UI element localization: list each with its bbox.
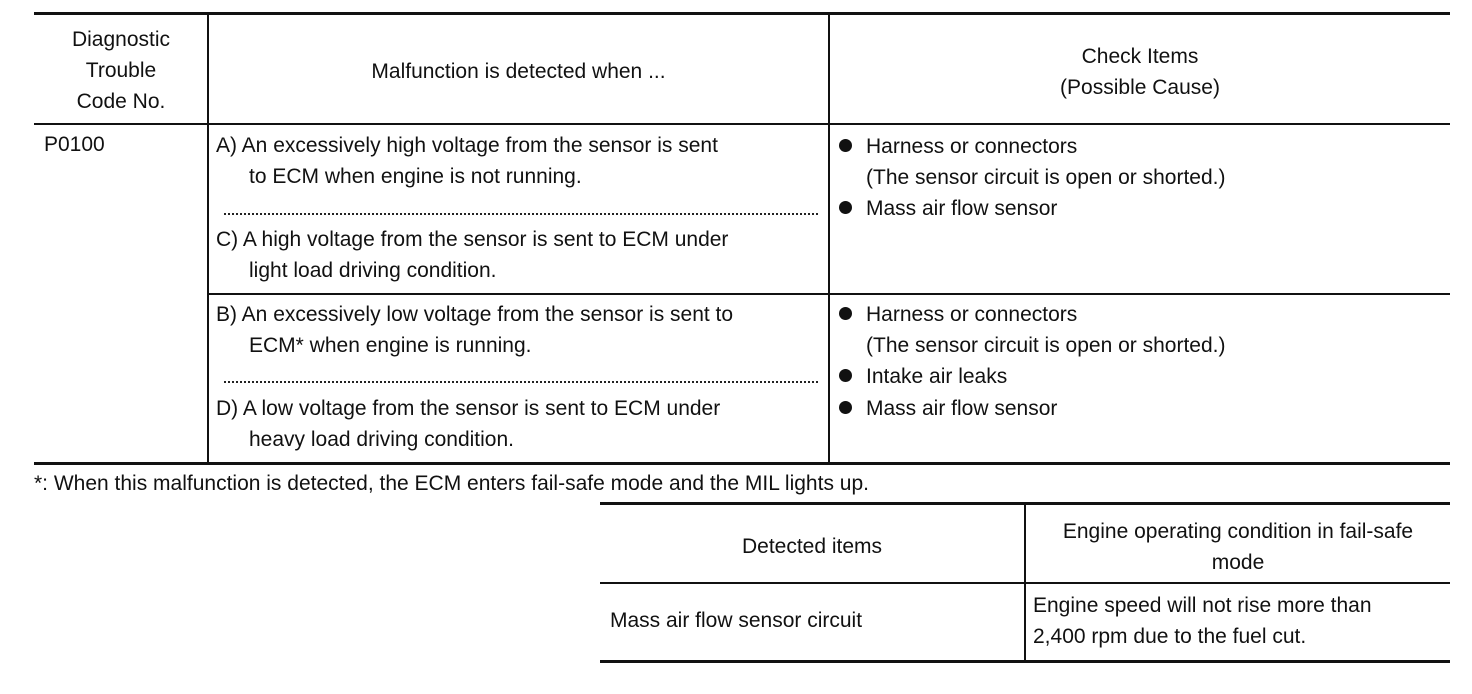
header-malfunction: Malfunction is detected when ... <box>371 60 666 83</box>
footnote: *: When this malfunction is detected, th… <box>34 472 869 495</box>
header-code-line2: Trouble <box>85 59 157 82</box>
condition-separator <box>224 213 818 215</box>
bullet-icon <box>839 401 852 414</box>
header-bottom-rule <box>34 123 1450 125</box>
condition-c-line2: light load driving condition. <box>249 259 497 282</box>
condition-b-line1: B) An excessively low voltage from the s… <box>216 303 734 326</box>
failsafe-condition-line2: 2,400 rpm due to the fuel cut. <box>1033 625 1307 648</box>
header-check-line2: (Possible Cause) <box>1060 76 1220 99</box>
table-bottom-rule <box>34 462 1450 465</box>
bullet-icon <box>839 369 852 382</box>
col-divider-1 <box>207 14 209 464</box>
table-top-rule <box>34 12 1450 15</box>
failsafe-detected-item: Mass air flow sensor circuit <box>610 609 863 632</box>
condition-separator <box>224 381 818 383</box>
check-harness-note: (The sensor circuit is open or shorted.) <box>866 166 1226 189</box>
failsafe-condition-line1: Engine speed will not rise more than <box>1033 594 1372 617</box>
bullet-icon <box>839 201 852 214</box>
failsafe-header-condition-line1: Engine operating condition in fail-safe <box>1062 520 1414 543</box>
failsafe-top-rule <box>600 502 1450 505</box>
check-maf-sensor: Mass air flow sensor <box>866 197 1058 220</box>
condition-c-line1: C) A high voltage from the sensor is sen… <box>216 228 729 251</box>
failsafe-col-divider <box>1024 504 1026 662</box>
condition-a-line1: A) An excessively high voltage from the … <box>216 134 718 157</box>
failsafe-header-detected: Detected items <box>741 535 883 558</box>
condition-a-line2: to ECM when engine is not running. <box>249 165 582 188</box>
header-check-line1: Check Items <box>1081 45 1199 68</box>
dtc-code: P0100 <box>44 133 105 156</box>
condition-d-line1: D) A low voltage from the sensor is sent… <box>216 397 721 420</box>
col-divider-2 <box>828 14 830 464</box>
failsafe-header-condition-line2: mode <box>1211 551 1265 574</box>
check-harness-note: (The sensor circuit is open or shorted.) <box>866 334 1226 357</box>
check-harness: Harness or connectors <box>866 303 1078 326</box>
check-harness: Harness or connectors <box>866 135 1078 158</box>
header-code-line3: Code No. <box>76 90 166 113</box>
bullet-icon <box>839 139 852 152</box>
bullet-icon <box>839 307 852 320</box>
header-code-line1: Diagnostic <box>71 28 171 51</box>
condition-d-line2: heavy load driving condition. <box>249 428 515 451</box>
check-intake-leaks: Intake air leaks <box>866 365 1008 388</box>
check-maf-sensor: Mass air flow sensor <box>866 397 1058 420</box>
condition-b-line2: ECM* when engine is running. <box>249 334 532 357</box>
